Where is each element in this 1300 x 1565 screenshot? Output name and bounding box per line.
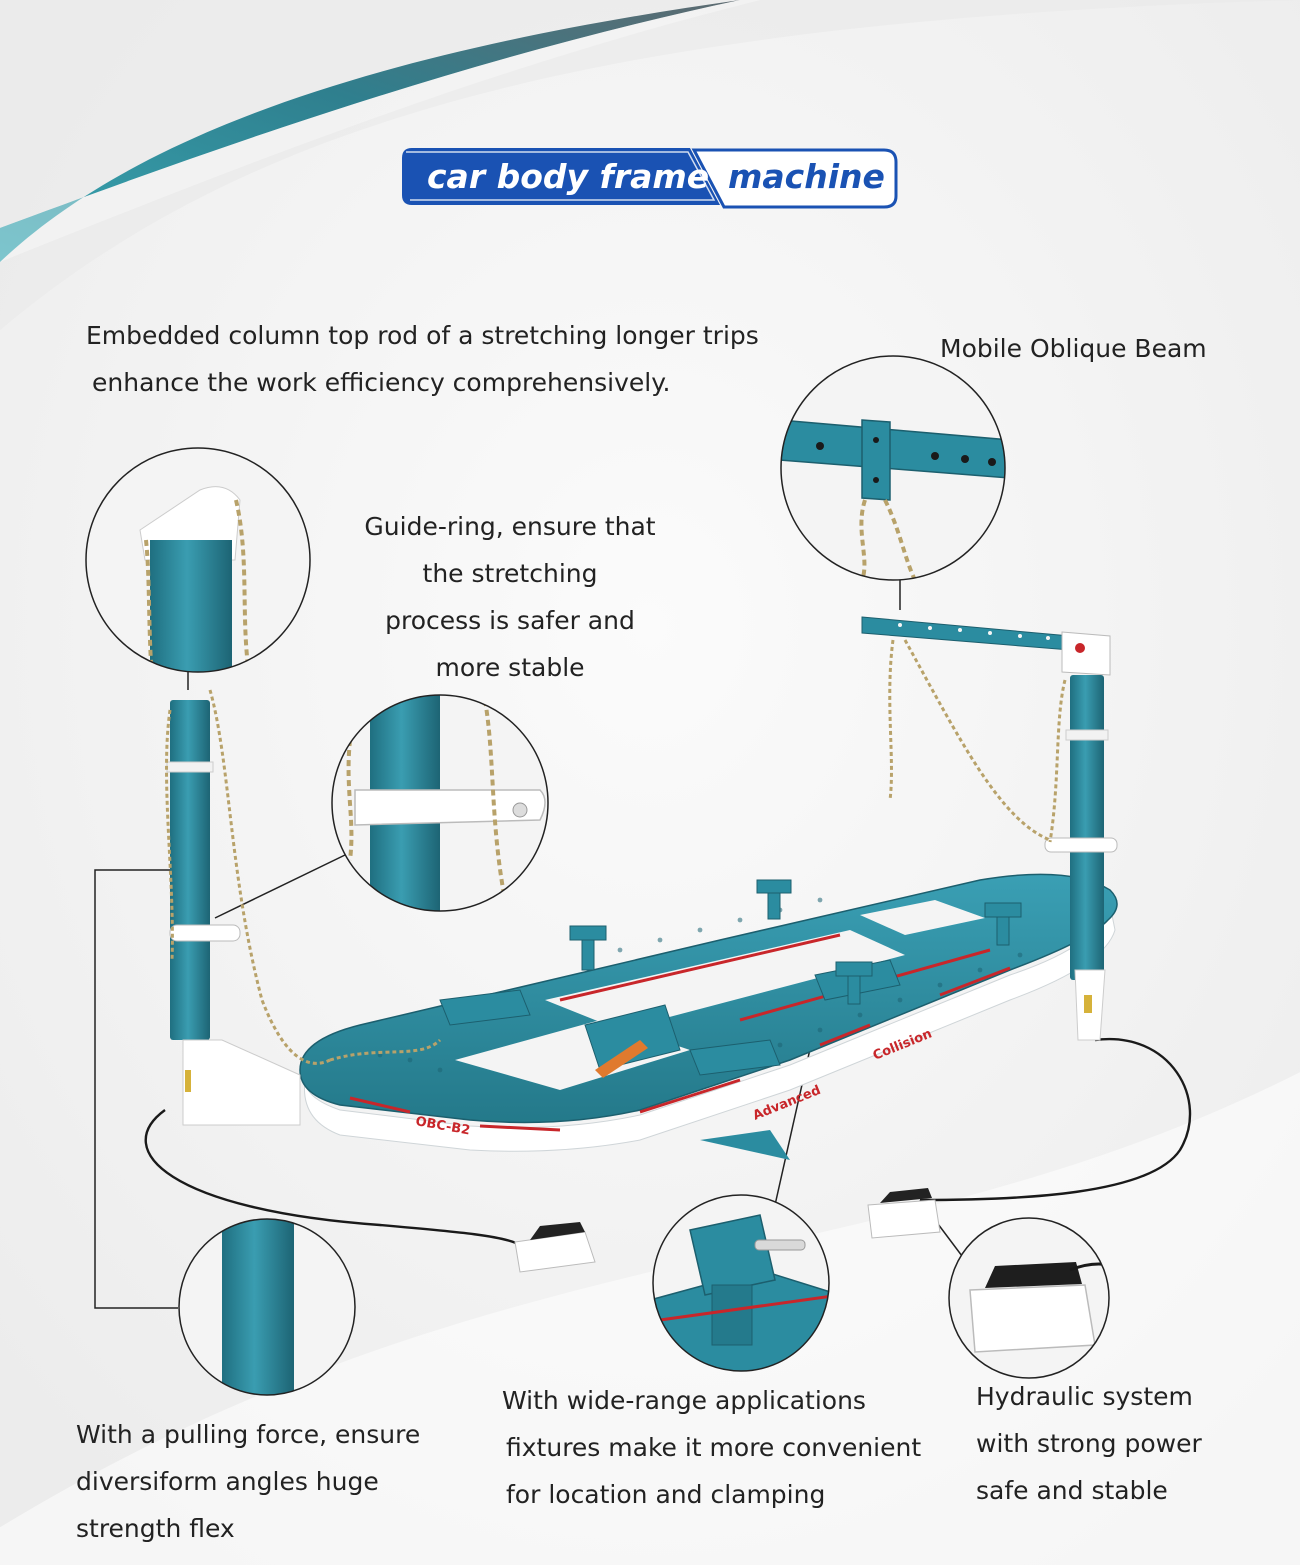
caption-pulling-force: With a pulling force, ensure diversiform… bbox=[76, 1411, 420, 1552]
caption-line: with strong power bbox=[976, 1429, 1202, 1458]
caption-line: Mobile Oblique Beam bbox=[940, 334, 1207, 363]
hydraulic-pump-left bbox=[514, 1222, 596, 1273]
title-badge bbox=[402, 148, 898, 209]
hydraulic-hoses bbox=[144, 1037, 1192, 1247]
caption-line: With a pulling force, ensure bbox=[76, 1420, 421, 1449]
caption-column-top: Embedded column top rod of a stretching … bbox=[86, 312, 759, 406]
caption-guide-ring: Guide-ring, ensure that the stretching p… bbox=[350, 503, 670, 691]
caption-hydraulic: Hydraulic system with strong power safe … bbox=[976, 1373, 1202, 1514]
caption-line: With wide-range applications bbox=[502, 1386, 866, 1415]
detail-column-top bbox=[85, 447, 311, 673]
frame-machine bbox=[165, 616, 1118, 1273]
caption-line: Hydraulic system bbox=[976, 1382, 1193, 1411]
detail-oblique-beam bbox=[780, 355, 1006, 581]
left-column bbox=[170, 700, 210, 1040]
caption-line: the stretching bbox=[422, 559, 598, 588]
title-part-1: car body frame bbox=[427, 157, 710, 196]
detail-hydraulic-pump bbox=[948, 1217, 1110, 1379]
caption-line: more stable bbox=[435, 653, 585, 682]
title-part-2: machine bbox=[728, 157, 885, 196]
caption-fixtures: With wide-range applications fixtures ma… bbox=[502, 1377, 921, 1518]
caption-line: Embedded column top rod of a stretching … bbox=[86, 321, 759, 350]
caption-line: strength flex bbox=[76, 1514, 235, 1543]
caption-line: Guide-ring, ensure that bbox=[364, 512, 656, 541]
caption-line: diversiform angles huge bbox=[76, 1467, 379, 1496]
caption-line: fixtures make it more convenient bbox=[506, 1433, 922, 1462]
right-column bbox=[1070, 675, 1104, 980]
caption-line: safe and stable bbox=[976, 1476, 1168, 1505]
detail-guide-ring bbox=[331, 694, 549, 912]
caption-line: process is safer and bbox=[385, 606, 635, 635]
detail-fixture-clamp bbox=[652, 1194, 830, 1372]
caption-line: enhance the work efficiency comprehensiv… bbox=[92, 368, 671, 397]
caption-line: for location and clamping bbox=[506, 1480, 826, 1509]
hydraulic-pump-right bbox=[867, 1188, 941, 1239]
caption-oblique-beam: Mobile Oblique Beam bbox=[940, 325, 1207, 372]
detail-column-shaft bbox=[178, 1218, 356, 1396]
